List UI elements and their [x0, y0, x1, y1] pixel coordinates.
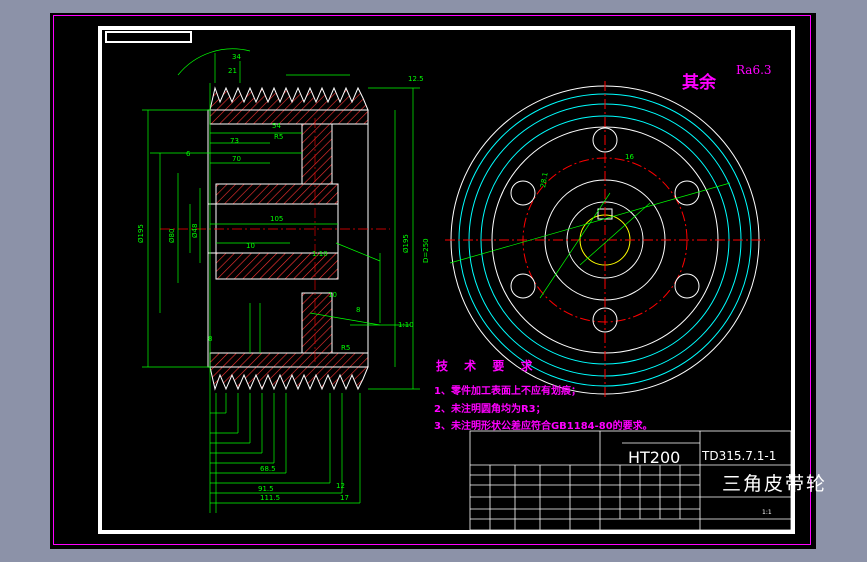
finish-value: Ra6.3 [736, 63, 772, 77]
svg-text:73: 73 [230, 137, 239, 145]
requirement-item: 3、未注明形状公差应符合GB1184-80的要求。 [434, 421, 653, 432]
svg-text:28.1: 28.1 [539, 172, 550, 189]
svg-text:70: 70 [232, 155, 241, 163]
svg-text:8: 8 [208, 335, 212, 343]
svg-text:Ø195: Ø195 [402, 234, 410, 253]
drawing-canvas: 21 34 54 6 73 70 105 10 R5 1:10 R5 1:10 … [137, 48, 792, 531]
svg-text:12: 12 [336, 482, 345, 490]
svg-text:Ø195: Ø195 [137, 224, 145, 243]
svg-text:105: 105 [270, 215, 283, 223]
requirement-item: 2、未注明圆角均为R3； [434, 404, 546, 415]
svg-text:R5: R5 [341, 344, 350, 352]
svg-text:54: 54 [272, 122, 281, 130]
section-view: 21 34 54 6 73 70 105 10 R5 1:10 R5 1:10 … [137, 48, 430, 513]
svg-text:10: 10 [246, 242, 255, 250]
svg-text:12.5: 12.5 [408, 75, 424, 83]
svg-text:1:10: 1:10 [398, 321, 414, 329]
drawing-number: TD315.7.1-1 [702, 449, 777, 463]
svg-text:34: 34 [232, 53, 241, 61]
svg-text:Ø48: Ø48 [191, 224, 199, 238]
finish-label: 其余 [682, 73, 716, 93]
requirements-title: 技 术 要 求 [436, 359, 539, 373]
svg-text:8: 8 [356, 306, 360, 314]
part-name: 三角皮带轮 [722, 473, 828, 495]
svg-text:17: 17 [340, 494, 349, 502]
front-view: 28.1 16 [445, 81, 765, 398]
svg-text:R5: R5 [274, 133, 283, 141]
sheet-border [53, 15, 811, 545]
svg-text:21: 21 [228, 67, 237, 75]
svg-text:111.5: 111.5 [260, 494, 280, 502]
svg-text:Ø80: Ø80 [168, 229, 176, 243]
svg-text:68.5: 68.5 [260, 465, 276, 473]
scale-value: 1:1 [762, 509, 772, 516]
cad-viewport[interactable]: 21 34 54 6 73 70 105 10 R5 1:10 R5 1:10 … [50, 13, 825, 549]
frame-notch [105, 31, 192, 43]
title-block [469, 430, 792, 531]
requirement-item: 1、零件加工表面上不应有划痕； [434, 386, 581, 397]
drawing-frame [98, 26, 795, 534]
svg-text:1:10: 1:10 [312, 250, 328, 258]
svg-text:D=250: D=250 [422, 238, 430, 263]
svg-text:10: 10 [328, 291, 337, 299]
svg-text:6: 6 [186, 150, 191, 158]
svg-text:16: 16 [625, 153, 634, 161]
material-label: HT200 [628, 448, 681, 467]
svg-text:91.5: 91.5 [258, 485, 274, 493]
